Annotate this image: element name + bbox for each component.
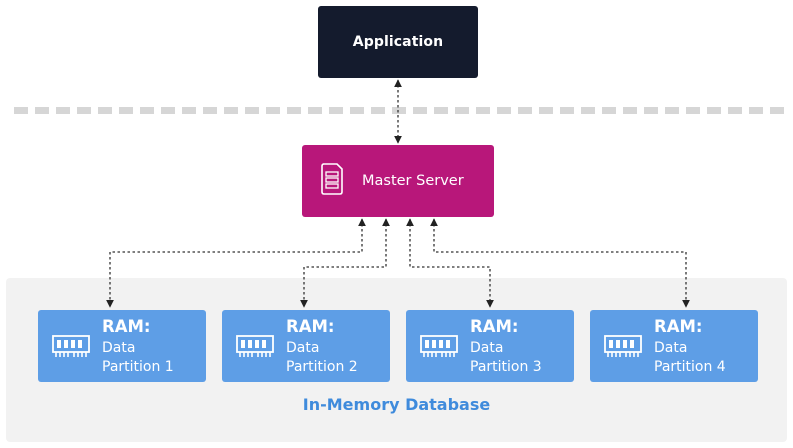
ram-partition-2: RAM: Data Partition 2 xyxy=(222,310,390,382)
ram-title: RAM: xyxy=(470,317,519,336)
ram-partition-3: RAM: Data Partition 3 xyxy=(406,310,574,382)
ram-partition-1: RAM: Data Partition 1 xyxy=(38,310,206,382)
layer-separator xyxy=(14,107,784,114)
ram-title: RAM: xyxy=(102,317,151,336)
ram-title: RAM: xyxy=(654,317,703,336)
ram-chip-icon xyxy=(236,335,274,357)
ram-line-1: Data xyxy=(654,340,688,356)
master-server-label: Master Server xyxy=(362,173,464,189)
ram-title: RAM: xyxy=(286,317,335,336)
server-icon xyxy=(321,163,343,195)
ram-chip-icon xyxy=(52,335,90,357)
ram-chip-icon xyxy=(604,335,642,357)
ram-line-2: Partition 1 xyxy=(102,359,174,375)
application-label: Application xyxy=(352,34,444,50)
master-server-node: Master Server xyxy=(302,145,494,217)
ram-line-2: Partition 3 xyxy=(470,359,542,375)
ram-line-1: Data xyxy=(470,340,504,356)
database-label: In-Memory Database xyxy=(302,395,491,414)
ram-line-2: Partition 4 xyxy=(654,359,726,375)
ram-line-1: Data xyxy=(286,340,320,356)
application-node: Application xyxy=(318,6,478,78)
ram-partition-4: RAM: Data Partition 4 xyxy=(590,310,758,382)
ram-chip-icon xyxy=(420,335,458,357)
ram-line-1: Data xyxy=(102,340,136,356)
ram-line-2: Partition 2 xyxy=(286,359,358,375)
